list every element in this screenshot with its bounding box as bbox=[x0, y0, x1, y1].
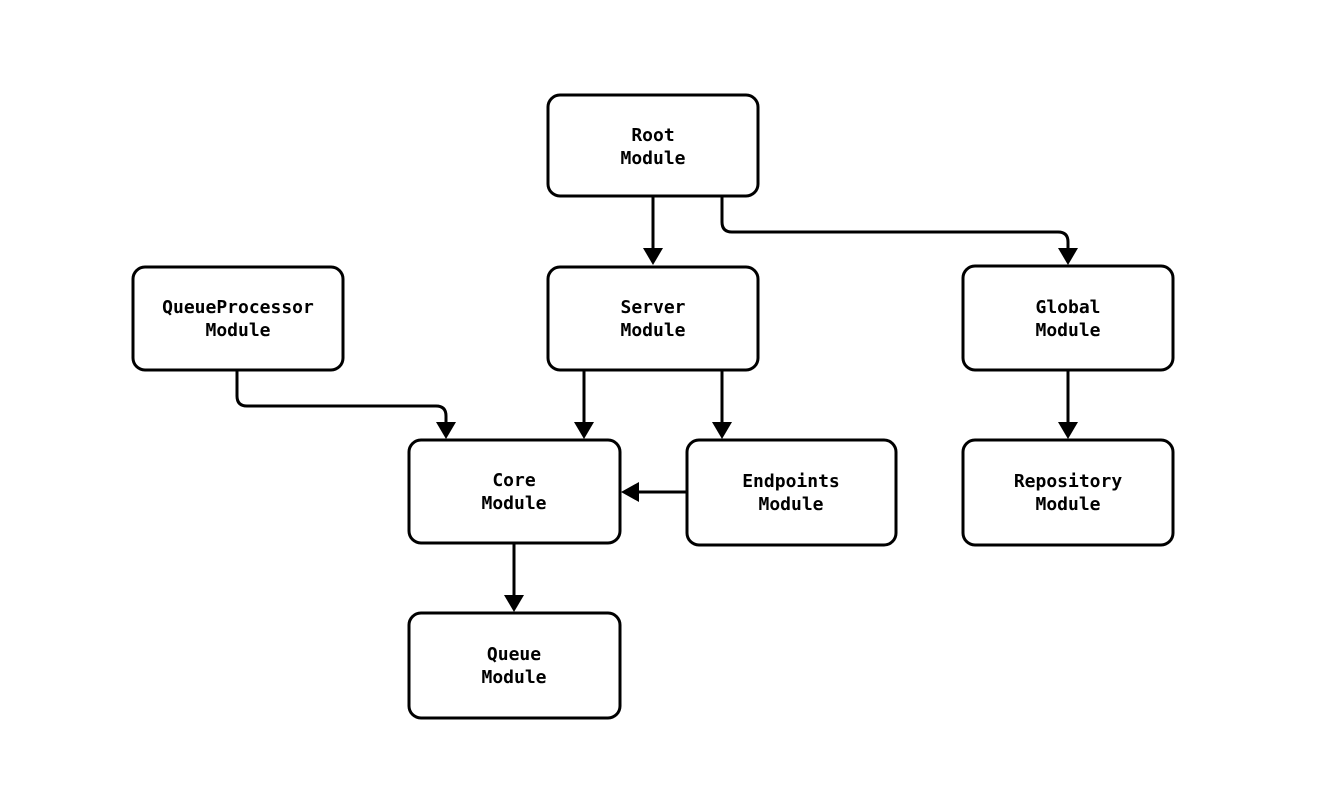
edge-global-repository bbox=[1058, 370, 1078, 439]
edge-server-core bbox=[574, 370, 594, 439]
node-core-module-label-line1: Core bbox=[492, 470, 536, 491]
node-server-module-label-line1: Server bbox=[620, 297, 685, 318]
node-endpoints-module[interactable]: Endpoints Module bbox=[685, 438, 898, 547]
node-server-module-box[interactable] bbox=[546, 265, 760, 372]
node-global-module-label-line2: Module bbox=[1035, 320, 1100, 341]
node-endpoints-module-label-line1: Endpoints bbox=[742, 471, 840, 492]
node-repository-module-box[interactable] bbox=[961, 438, 1175, 547]
edge-root-server-arrowhead bbox=[643, 248, 663, 265]
node-queue-module-box[interactable] bbox=[407, 611, 622, 720]
node-core-module-label-line2: Module bbox=[481, 493, 546, 514]
edge-core-queue-arrowhead bbox=[504, 595, 524, 612]
node-root-module-box[interactable] bbox=[546, 93, 760, 198]
node-queueprocessor-module-label-line2: Module bbox=[205, 320, 270, 341]
edge-global-repository-arrowhead bbox=[1058, 422, 1078, 439]
edge-endpoints-core bbox=[621, 482, 687, 502]
edge-core-queue bbox=[504, 543, 524, 612]
edge-endpoints-core-arrowhead bbox=[621, 482, 639, 502]
node-endpoints-module-box[interactable] bbox=[685, 438, 898, 547]
node-core-module[interactable]: Core Module bbox=[407, 438, 622, 545]
node-global-module[interactable]: Global Module bbox=[961, 264, 1175, 372]
node-root-module[interactable]: Root Module bbox=[546, 93, 760, 198]
node-queueprocessor-module[interactable]: QueueProcessor Module bbox=[131, 265, 345, 372]
node-endpoints-module-label-line2: Module bbox=[758, 494, 823, 515]
node-core-module-box[interactable] bbox=[407, 438, 622, 545]
edge-root-global bbox=[720, 196, 1078, 265]
edge-server-endpoints-arrowhead bbox=[712, 422, 732, 439]
node-queue-module-label-line2: Module bbox=[481, 667, 546, 688]
node-root-module-label-line2: Module bbox=[620, 148, 685, 169]
edge-queueprocessor-core-arrowhead bbox=[436, 422, 456, 439]
node-server-module[interactable]: Server Module bbox=[546, 265, 760, 372]
node-server-module-label-line2: Module bbox=[620, 320, 685, 341]
node-repository-module-label-line2: Module bbox=[1035, 494, 1100, 515]
node-queue-module-label-line1: Queue bbox=[487, 644, 541, 665]
edge-server-endpoints bbox=[712, 370, 732, 439]
node-repository-module-label-line1: Repository bbox=[1014, 471, 1123, 492]
edge-server-core-arrowhead bbox=[574, 422, 594, 439]
node-global-module-label-line1: Global bbox=[1035, 297, 1100, 318]
edge-queueprocessor-core bbox=[235, 370, 456, 439]
edge-root-server bbox=[643, 196, 663, 265]
node-repository-module[interactable]: Repository Module bbox=[961, 438, 1175, 547]
node-queue-module[interactable]: Queue Module bbox=[407, 611, 622, 720]
edge-queueprocessor-core-line bbox=[235, 370, 448, 422]
node-global-module-box[interactable] bbox=[961, 264, 1175, 372]
node-root-module-label-line1: Root bbox=[631, 125, 674, 146]
edge-root-global-arrowhead bbox=[1058, 248, 1078, 265]
node-queueprocessor-module-label-line1: QueueProcessor bbox=[162, 297, 314, 318]
edge-root-global-line bbox=[720, 196, 1070, 248]
node-queueprocessor-module-box[interactable] bbox=[131, 265, 345, 372]
